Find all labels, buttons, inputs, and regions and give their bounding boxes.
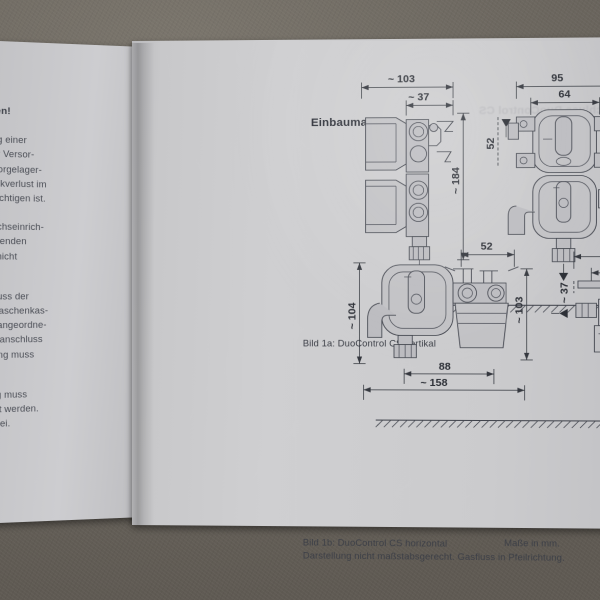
arrow-in-left-b [559,308,568,318]
fig1a-front-view: 95 64 [486,73,600,281]
figure-1b-drawing: ~ 104 52 [347,242,600,515]
booklet: Flammen! srichtung einer nuss der Versor… [0,33,600,563]
units-note: Maße in mm. [504,537,560,549]
dim-label-104: ~ 104 [347,302,358,329]
left-page-paragraph-1: srichtung einer nuss der Versor- ch der … [0,133,47,204]
arrow-in-left [501,119,511,128]
right-page-content: Einbau und Anschluss DuoControl CS Einba… [283,44,600,563]
left-page-heading: Flammen! [0,104,11,118]
left-page-paragraph-3: ellen, muss der es Gasflaschenkas- iagon… [0,291,49,361]
dim-label-103: ~ 103 [388,74,415,85]
fig1b-side-view: ~ 116 64 [551,243,600,385]
dim-label-37-b: ~ 37 [559,282,570,303]
dim-label-103-b: ~ 103 [514,296,525,323]
dim-label-95: 95 [551,73,563,84]
left-page: Flammen! srichtung einer nuss der Versor… [0,40,144,524]
figure-1a: ~ 103 ~ 37 [343,63,600,338]
ground-line-1b [376,420,600,429]
figure-1b: ~ 104 52 [341,240,600,515]
left-page-paragraph-2: Verbrauchseinrich- nachfolgenden r (ΔP5)… [0,221,44,262]
dim-116 [574,251,600,268]
dim-label-52-b: 52 [481,242,493,253]
spacer [0,278,116,289]
dim-label-184: ~ 184 [451,167,462,194]
figure-1a-drawing: ~ 103 ~ 37 [343,73,600,338]
dim-label-52: 52 [486,137,497,149]
scale-note: Darstellung nicht maßstabsgerecht. Gasfl… [302,550,565,563]
dim-label-37: ~ 37 [408,92,429,103]
left-page-text-block: Flammen! srichtung einer nuss der Versor… [0,103,116,446]
dim-label-64: 64 [558,89,570,100]
fig1b-front-view: ~ 104 52 [347,242,532,400]
dim-label-158: ~ 158 [420,378,447,389]
dim-label-88: 88 [439,362,451,373]
fig1a-side-view: ~ 103 ~ 37 [362,74,470,289]
right-page: Einbau und Anschluss DuoControl CS Einba… [132,37,600,563]
left-page-paragraph-4: Verölung muss installiert werden. asfilt… [0,388,39,430]
